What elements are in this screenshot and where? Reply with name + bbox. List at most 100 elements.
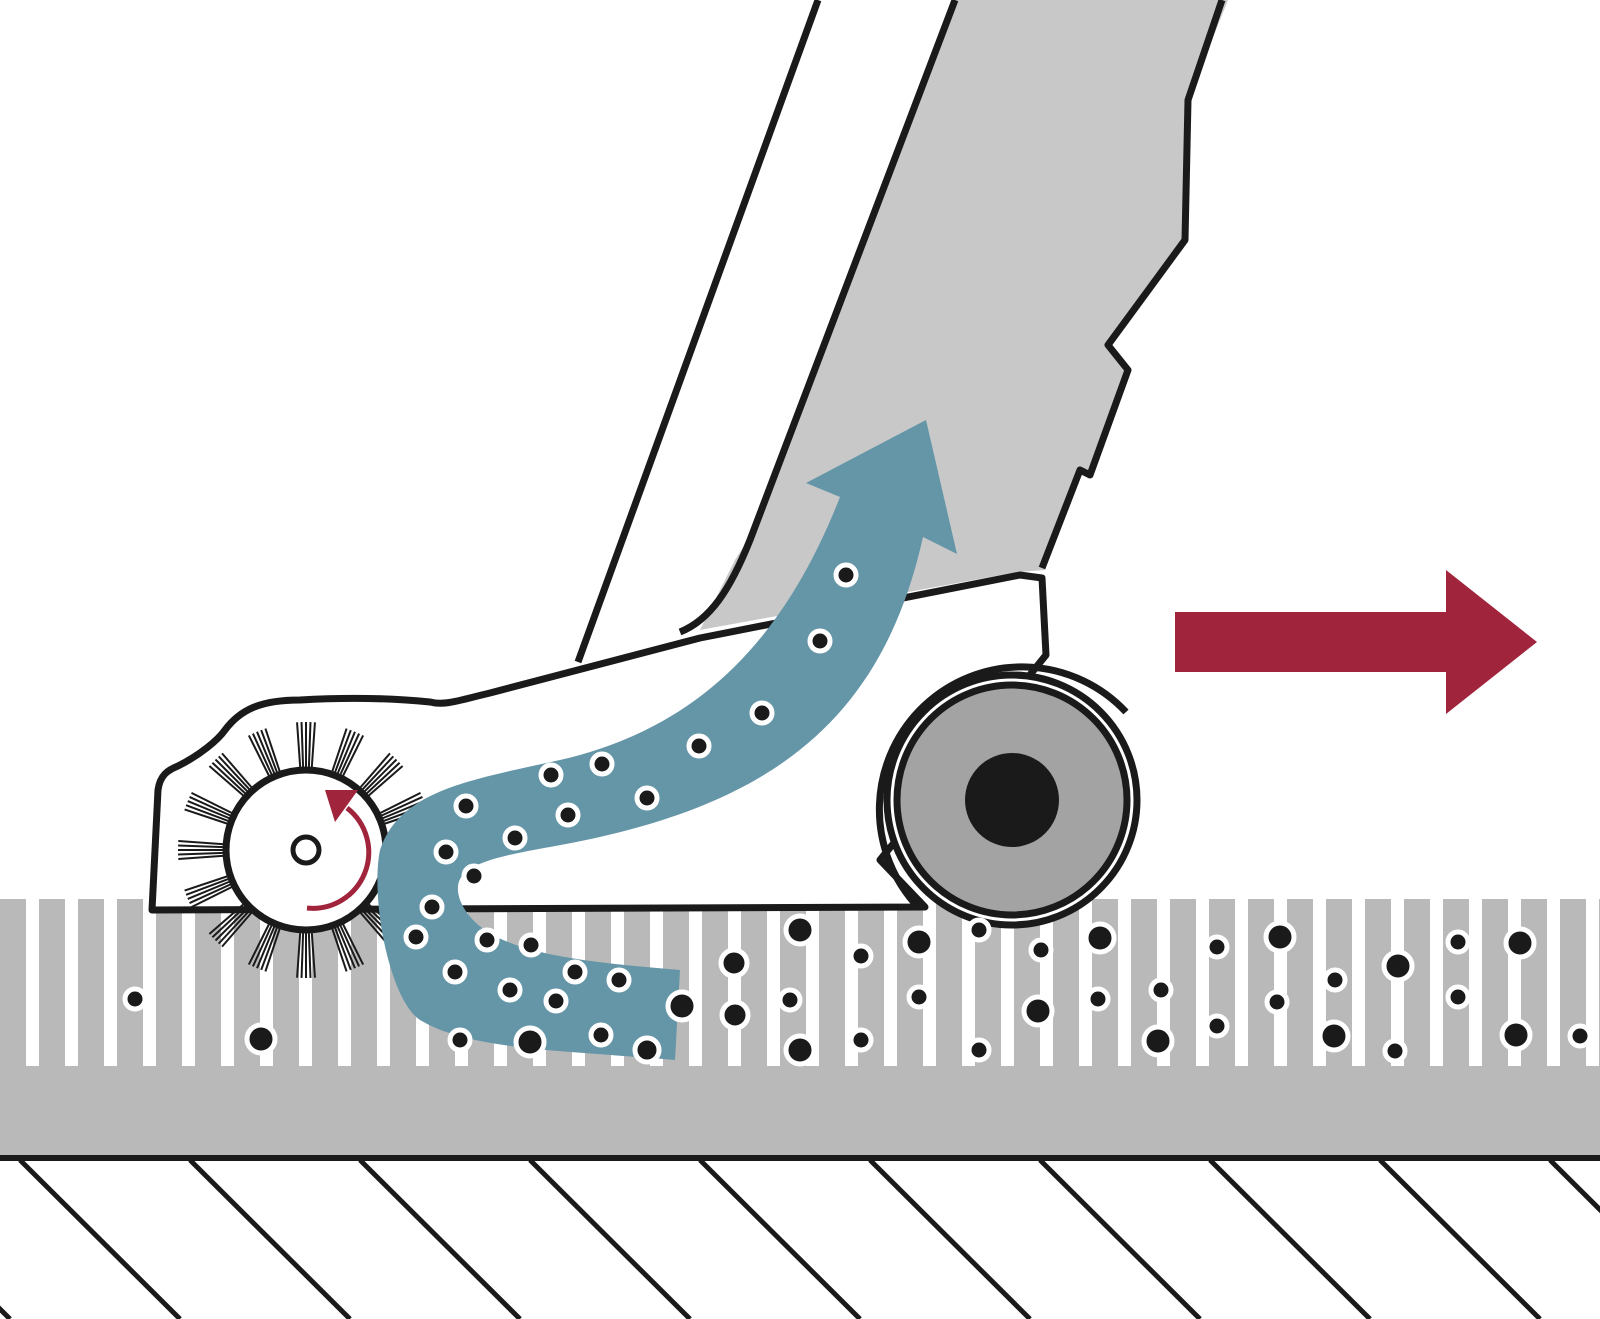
dirt-particle [718,947,750,979]
dirt-particle [632,1035,662,1065]
bristle [336,731,356,775]
bristle [310,722,316,769]
pile-stripe [1287,899,1313,1069]
dirt-particle [1567,1023,1593,1049]
bristle [178,840,225,846]
bristle [339,733,361,776]
pile-stripe [1365,899,1391,1069]
pile-stripe [1209,899,1235,1069]
hatch-line [698,1158,862,1319]
suction-airflow-arrow [377,420,958,1060]
dirt-particle [433,839,459,865]
bristle [333,926,352,971]
bristle [256,925,276,969]
pile-stripe [702,899,728,1069]
dirt-particle [122,986,148,1012]
wheel-hub [965,753,1059,847]
hatch-line [868,1158,1032,1319]
bristle [307,722,312,769]
dirt-particle [1381,949,1415,983]
bristle [333,729,352,774]
hatch-line [1208,1158,1372,1319]
bristle [184,875,229,892]
pile-stripe [936,899,962,1069]
bristle [208,765,245,797]
dirt-particle [833,562,859,588]
dirt-particle [848,943,874,969]
brush-rotation-arrow [306,806,372,911]
dirt-particle [749,700,775,726]
bristle [184,808,229,825]
dirt-particle [777,987,803,1013]
bristle [185,877,230,896]
bristle [363,758,398,793]
dirt-particle [719,999,751,1031]
bristle [247,922,271,965]
hatch-line [0,1305,12,1319]
bristle [300,722,305,769]
bristle [211,905,247,939]
dirt-particle [461,863,487,889]
dirt-particle [1263,920,1297,954]
bristle [260,729,279,774]
dirt-particle [453,793,479,819]
brush-axle [290,834,322,866]
dirt-particle [1382,1038,1408,1064]
dirt-particle [447,1027,473,1053]
dirt-particle [1083,921,1117,955]
dirt-particle [966,917,992,943]
hatch-line [18,1158,182,1319]
dirt-particle [403,924,429,950]
bristle [336,925,356,969]
pile-stripe [39,899,65,1069]
pile-stripe [1053,899,1079,1069]
bristle [331,927,348,972]
dirt-particle [538,762,564,788]
dirt-particle [807,628,833,654]
brush-rotation-arrowhead [325,790,358,822]
bristle [178,844,225,849]
pile-stripe [741,899,767,1069]
bristle [189,795,232,817]
bristle [367,765,404,797]
dirt-particle [1445,929,1471,955]
floor-hatching [0,1158,1600,1319]
dirt-particle [518,932,544,958]
pile-stripe [819,899,845,1069]
bristle [264,728,281,773]
dirt-particle [686,733,712,759]
pile-stripe [195,899,221,1069]
pile-stripe [351,899,377,1069]
pile-stripe [156,899,182,1069]
bristle [251,733,273,776]
dirt-particle [419,894,445,920]
dirt-particle [1445,984,1471,1010]
dirt-particle [543,988,569,1014]
bristle [247,735,271,778]
pile-stripe [117,899,143,1069]
bristle [211,761,247,795]
dirt-particle [634,785,660,811]
dirt-particle [1085,986,1111,1012]
dirt-particle [902,925,936,959]
bristle [187,800,231,820]
dirt-particle [665,989,699,1023]
carpet-backing [0,1066,1600,1156]
bristle [359,752,391,789]
bristle [189,883,232,905]
bristle [361,755,395,791]
dirt-particle [1317,1019,1351,1053]
wheel-guard-arc [875,663,1129,910]
dirt-particle [513,1025,547,1059]
bristle [296,931,302,978]
dirt-particle [1264,989,1290,1015]
bristle [208,903,245,935]
hatch-line [1548,1158,1600,1214]
bristle [264,927,281,972]
bristle [310,931,316,978]
dirt-particle [966,1037,992,1063]
dirt-particle [906,984,932,1010]
suction-tube [700,0,1228,630]
bristle [331,728,348,773]
dirt-particle [502,825,528,851]
